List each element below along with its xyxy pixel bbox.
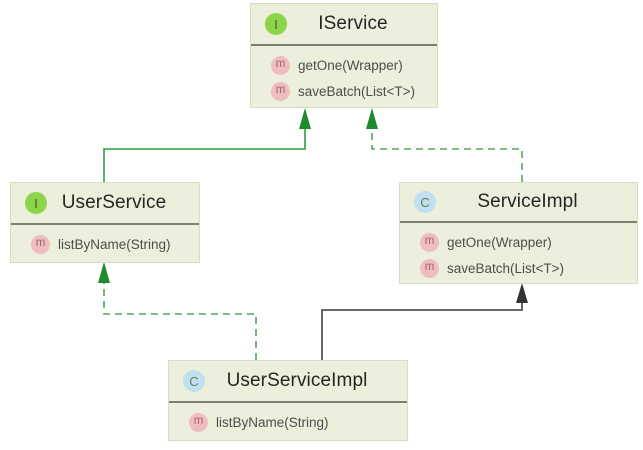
class-header-userserviceimpl: C UserServiceImpl (169, 361, 407, 403)
edge-serviceimpl-to-iservice (366, 108, 523, 182)
class-name-iservice: IService (318, 13, 388, 34)
member-label: saveBatch(List<T>) (298, 83, 416, 99)
method-badge-icon: m (271, 55, 290, 75)
method-badge-icon: m (31, 234, 50, 254)
interface-badge-icon: I (25, 192, 47, 214)
method-badge-icon: m (420, 232, 439, 252)
class-box-serviceimpl[interactable]: C ServiceImpl m getOne(Wrapper) m saveBa… (399, 182, 638, 284)
member-row[interactable]: m listByName(String) (169, 409, 407, 435)
class-box-iservice[interactable]: I IService m getOne(Wrapper) m saveBatch… (250, 3, 438, 108)
class-badge-icon: C (414, 191, 436, 213)
member-label: listByName(String) (58, 236, 171, 252)
interface-badge-icon: I (265, 13, 287, 35)
class-box-userserviceimpl[interactable]: C UserServiceImpl m listByName(String) (168, 360, 408, 441)
class-members-userserviceimpl: m listByName(String) (169, 403, 407, 441)
member-label: listByName(String) (216, 414, 329, 430)
member-row[interactable]: m listByName(String) (11, 231, 199, 257)
edge-userserviceimpl-to-userservice (98, 262, 257, 360)
class-members-serviceimpl: m getOne(Wrapper) m saveBatch(List<T>) (400, 223, 637, 287)
class-name-userservice: UserService (61, 192, 167, 213)
method-badge-icon: m (189, 412, 208, 432)
class-name-serviceimpl: ServiceImpl (477, 191, 578, 212)
edge-userserviceimpl-to-serviceimpl (321, 283, 528, 360)
member-label: saveBatch(List<T>) (447, 260, 565, 276)
class-header-userservice: I UserService (11, 183, 199, 225)
method-badge-icon: m (271, 81, 290, 101)
member-label: getOne(Wrapper) (447, 234, 552, 250)
class-name-userserviceimpl: UserServiceImpl (226, 370, 368, 391)
member-row[interactable]: m saveBatch(List<T>) (251, 78, 437, 104)
class-members-userservice: m listByName(String) (11, 225, 199, 263)
member-row[interactable]: m getOne(Wrapper) (400, 229, 637, 255)
class-members-iservice: m getOne(Wrapper) m saveBatch(List<T>) (251, 46, 437, 110)
class-box-userservice[interactable]: I UserService m listByName(String) (10, 182, 200, 263)
method-badge-icon: m (420, 258, 439, 278)
edge-userservice-to-iservice (103, 108, 311, 182)
member-row[interactable]: m saveBatch(List<T>) (400, 255, 637, 281)
class-header-iservice: I IService (251, 4, 437, 46)
class-header-serviceimpl: C ServiceImpl (400, 183, 637, 223)
member-row[interactable]: m getOne(Wrapper) (251, 52, 437, 78)
class-badge-icon: C (183, 370, 205, 392)
member-label: getOne(Wrapper) (298, 57, 403, 73)
